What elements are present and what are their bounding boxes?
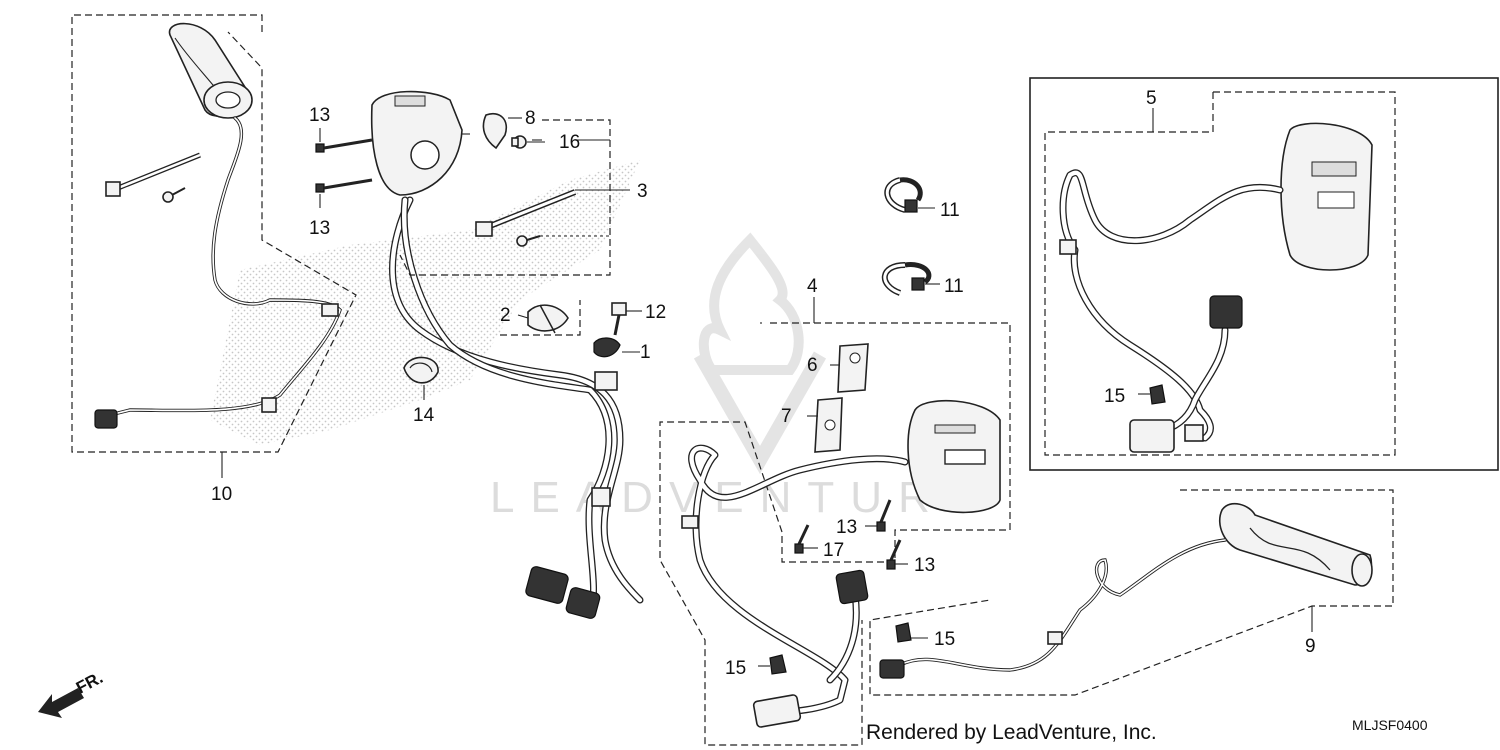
clip-8 [482, 113, 507, 150]
left-grip [168, 22, 253, 119]
clip-15b [1149, 384, 1166, 405]
callout-5: 5 [1146, 88, 1157, 109]
clip-15c [895, 622, 912, 643]
bolt-12 [611, 302, 627, 336]
callout-10: 10 [211, 484, 232, 505]
callout-6: 6 [807, 355, 818, 376]
bolt-13b [315, 178, 373, 193]
watermark-flame-icon [698, 232, 804, 375]
bolt-13d [886, 539, 902, 570]
callout-9: 9 [1305, 636, 1316, 657]
bolt-13a [315, 138, 373, 153]
credit-text: Rendered by LeadVenture, Inc. [866, 721, 1157, 744]
harness-5-connectors [1059, 239, 1243, 453]
switch-part-6 [837, 343, 869, 393]
callout-13b: 13 [309, 218, 330, 239]
callout-13c: 13 [836, 517, 857, 538]
screw-3 [516, 235, 541, 247]
connector-10 [94, 409, 118, 429]
connector-9 [879, 659, 905, 679]
watermark-v-icon [693, 351, 827, 475]
group-5-frame [1029, 77, 1499, 471]
clip-15a [769, 654, 787, 675]
right-grip [1218, 502, 1373, 587]
switch-housing-5 [1280, 122, 1373, 271]
callout-16: 16 [559, 132, 580, 153]
callout-15a: 15 [725, 658, 746, 679]
diagram-code: MLJSF0400 [1352, 717, 1428, 733]
callout-15c: 15 [934, 629, 955, 650]
callout-13a: 13 [309, 105, 330, 126]
group-10-outline [71, 14, 357, 453]
harness-4-connectors [681, 515, 869, 728]
callout-8: 8 [525, 108, 536, 129]
callout-1: 1 [640, 342, 651, 363]
screw-16 [511, 135, 527, 149]
callout-13d: 13 [914, 555, 935, 576]
callout-12: 12 [645, 302, 666, 323]
left-harness-connectors [525, 371, 618, 619]
clamp-11a [884, 177, 923, 213]
front-direction-arrow-icon [38, 688, 84, 718]
group-3-outline [399, 119, 611, 276]
callout-3: 3 [637, 181, 648, 202]
callout-4: 4 [807, 276, 818, 297]
callout-2: 2 [500, 305, 511, 326]
screw-10 [162, 187, 186, 203]
clamp-1 [593, 337, 621, 358]
group-5-outline [1044, 91, 1396, 456]
clip-10 [261, 397, 277, 413]
right-switch-housing [907, 399, 1001, 514]
callout-17: 17 [823, 540, 844, 561]
clip-10b [321, 303, 339, 317]
callout-11a: 11 [940, 200, 960, 221]
callout-11b: 11 [944, 276, 964, 297]
switch-part-7 [814, 397, 843, 453]
clip-14 [403, 356, 439, 384]
callout-14: 14 [413, 405, 435, 426]
callout-7: 7 [781, 406, 792, 427]
group-9-outline [869, 489, 1394, 696]
clamp-11b [881, 262, 932, 296]
callout-15b: 15 [1104, 386, 1125, 407]
left-switch-housing [370, 90, 463, 196]
bolt-17 [794, 524, 810, 554]
group-4-outline [659, 322, 1011, 746]
clamp-2 [527, 304, 569, 334]
